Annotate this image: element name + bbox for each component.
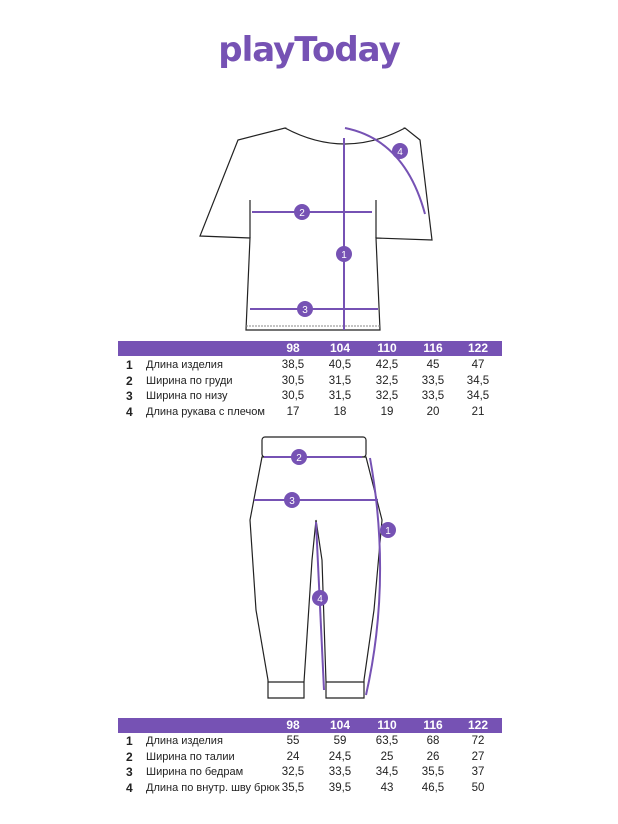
cell: 38,5 (281, 359, 305, 371)
cell: 27 (471, 750, 485, 763)
cell: 55 (286, 735, 300, 747)
size-header: 110 (377, 718, 397, 732)
table-row: 4 Длина по внутр. шву брюк 35,5 39,5 43 … (118, 781, 502, 797)
row-number: 2 (126, 749, 133, 764)
table-row: 1 Длина изделия 55 59 63,5 68 72 (118, 734, 502, 750)
table-header: 98 104 110 116 122 (118, 718, 502, 733)
row-number: 2 (126, 373, 133, 388)
cell: 35,5 (281, 781, 305, 794)
row-label: Ширина по талии (146, 750, 235, 763)
tshirt-marker-2: 2 (294, 204, 310, 220)
cell: 42,5 (375, 359, 399, 371)
row-label: Длина изделия (146, 359, 223, 371)
table-row: 4 Длина рукава с плечом 17 18 19 20 21 (118, 405, 502, 421)
pants-marker-1: 1 (380, 522, 396, 538)
svg-text:1: 1 (385, 526, 391, 537)
pants-drawing (249, 436, 383, 699)
tshirt-marker-1: 1 (336, 246, 352, 262)
cell: 30,5 (281, 390, 305, 402)
row-number: 4 (126, 780, 133, 795)
cell: 33,5 (421, 390, 445, 402)
row-number: 1 (126, 358, 133, 372)
cell: 40,5 (328, 359, 352, 371)
cell: 46,5 (421, 781, 445, 794)
cell: 19 (380, 405, 394, 418)
cell: 20 (426, 405, 440, 418)
svg-text:4: 4 (317, 594, 323, 605)
size-header: 98 (286, 718, 300, 732)
cell: 35,5 (421, 766, 445, 778)
cell: 39,5 (328, 781, 352, 794)
svg-text:4: 4 (397, 147, 403, 158)
cell: 30,5 (281, 374, 305, 387)
cell: 25 (380, 750, 394, 763)
size-header: 122 (467, 341, 489, 355)
row-label: Длина по внутр. шву брюк (146, 781, 280, 794)
table-row: 2 Ширина по талии 24 24,5 25 26 27 (118, 750, 502, 766)
cell: 33,5 (421, 374, 445, 387)
cell: 34,5 (375, 766, 399, 778)
row-label: Ширина по низу (146, 390, 228, 402)
size-header: 98 (286, 341, 300, 355)
brand-logo: playToday (218, 30, 401, 70)
cell: 34,5 (466, 390, 490, 402)
table-row: 3 Ширина по низу 30,5 31,5 32,5 33,5 34,… (118, 389, 502, 405)
row-number: 4 (126, 404, 133, 419)
cell: 50 (471, 781, 485, 794)
cell: 72 (471, 735, 485, 747)
pants-size-table: 98 104 110 116 122 1 Длина изделия 55 59… (118, 718, 502, 796)
row-label: Ширина по бедрам (146, 766, 244, 778)
row-number: 3 (126, 389, 133, 403)
cell: 32,5 (375, 390, 399, 402)
cell: 32,5 (375, 374, 399, 387)
svg-text:2: 2 (296, 453, 302, 464)
pants-marker-4: 4 (312, 590, 328, 606)
row-label: Длина изделия (146, 735, 223, 747)
cell: 31,5 (328, 390, 352, 402)
cell: 45 (426, 359, 440, 371)
table-row: 2 Ширина по груди 30,5 31,5 32,5 33,5 34… (118, 374, 502, 390)
table-row: 3 Ширина по бедрам 32,5 33,5 34,5 35,5 3… (118, 765, 502, 781)
size-header: 116 (423, 341, 443, 355)
cell: 63,5 (375, 735, 399, 747)
size-header: 104 (329, 341, 351, 355)
table-row: 1 Длина изделия 38,5 40,5 42,5 45 47 (118, 358, 502, 374)
tshirt-marker-4: 4 (392, 143, 408, 159)
svg-text:3: 3 (289, 496, 295, 507)
size-header: 110 (377, 341, 397, 355)
size-header: 116 (423, 718, 443, 732)
cell: 32,5 (281, 766, 305, 778)
svg-text:2: 2 (299, 208, 305, 219)
row-number: 3 (126, 765, 133, 779)
cell: 17 (286, 405, 300, 418)
size-header: 104 (329, 718, 351, 732)
row-label: Ширина по груди (146, 374, 233, 387)
pants-marker-3: 3 (284, 492, 300, 508)
row-label: Длина рукава с плечом (146, 405, 265, 418)
tshirt-size-table: 98 104 110 116 122 1 Длина изделия 38,5 … (118, 341, 502, 420)
pants-marker-2: 2 (291, 449, 307, 465)
svg-text:3: 3 (302, 305, 308, 316)
cell: 43 (380, 781, 394, 794)
cell: 24,5 (328, 750, 352, 763)
cell: 59 (333, 735, 347, 747)
cell: 18 (333, 405, 347, 418)
cell: 34,5 (466, 374, 490, 387)
cell: 21 (471, 405, 485, 418)
cell: 31,5 (328, 374, 352, 387)
row-number: 1 (126, 734, 133, 748)
svg-text:1: 1 (341, 250, 347, 261)
cell: 37 (471, 766, 485, 778)
pants-measure-lines (254, 456, 382, 696)
cell: 68 (426, 735, 440, 747)
cell: 47 (471, 359, 485, 371)
size-header: 122 (467, 718, 489, 732)
tshirt-marker-3: 3 (297, 301, 313, 317)
table-header: 98 104 110 116 122 (118, 341, 502, 356)
cell: 26 (426, 750, 440, 763)
cell: 24 (286, 750, 300, 763)
cell: 33,5 (328, 766, 352, 778)
tshirt-drawing (199, 127, 433, 331)
